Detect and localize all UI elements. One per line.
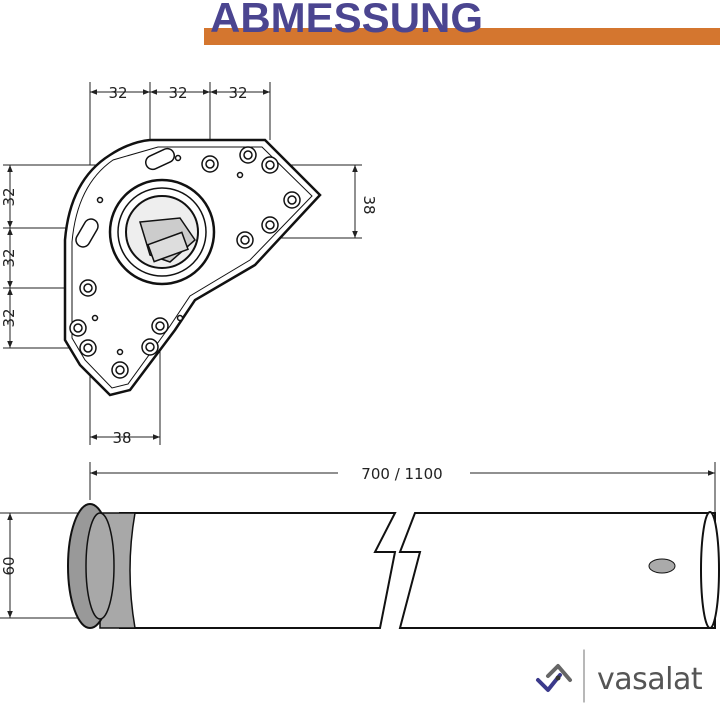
vasalat-logo-text: vasalat — [597, 662, 703, 697]
dim-right: 38 — [360, 195, 378, 214]
dim-left-1: 32 — [0, 187, 18, 206]
dim-tube-diameter: 60 — [0, 556, 18, 575]
dim-top-3: 32 — [228, 84, 247, 102]
tube — [67, 503, 720, 629]
tube-dimension-lines — [0, 462, 716, 619]
page-title: ABMESSUNG — [210, 0, 484, 41]
dim-top-2: 32 — [168, 84, 187, 102]
header-accent-bar — [204, 28, 720, 45]
bracket-plate — [63, 138, 322, 397]
dim-top-1: 32 — [108, 84, 127, 102]
dim-left-2: 32 — [0, 248, 18, 267]
dim-tube-length: 700 / 1100 — [361, 465, 442, 483]
dim-bottom: 38 — [112, 429, 131, 447]
dim-left-3: 32 — [0, 308, 18, 327]
vasalat-logo-icon — [536, 649, 585, 703]
